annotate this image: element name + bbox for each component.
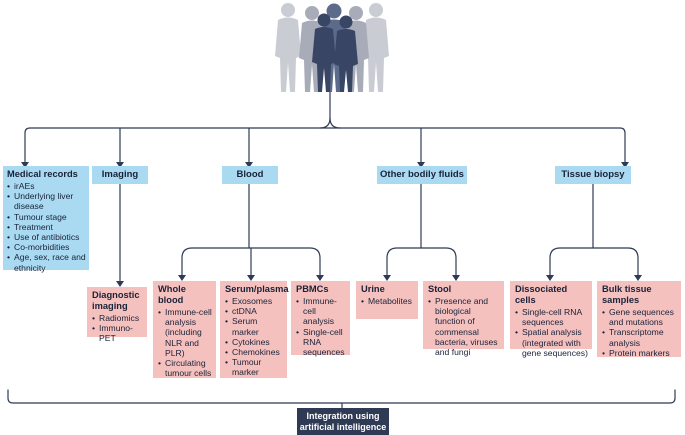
list-item: Gene sequences and mutations <box>602 307 678 327</box>
list-item: Radiomics <box>92 313 144 323</box>
list-item: Metabolites <box>361 296 415 306</box>
bulk-tissue-samples-box: Bulk tissue samples Gene sequences and m… <box>597 281 681 358</box>
list-item: Immune-cell analysis (including NLR and … <box>158 307 213 358</box>
list-item: Exosomes <box>225 296 284 306</box>
list-item: irAEs <box>7 181 86 191</box>
urine-title: Urine <box>361 284 385 294</box>
list-item: Presence and biological function of comm… <box>428 296 501 357</box>
pbmcs-title: PBMCs <box>296 284 329 294</box>
medical-records-box: Medical records irAEs Underlying liver d… <box>3 166 89 273</box>
list-item: Underlying liver disease <box>7 191 86 211</box>
medical-records-list: irAEs Underlying liver disease Tumour st… <box>7 181 86 273</box>
list-item: Circulating tumour cells <box>158 358 213 378</box>
other-bodily-fluids-box: Other bodily fluids <box>377 166 467 184</box>
whole-blood-box: Whole blood Immune-cell analysis (includ… <box>153 281 216 378</box>
list-item: Single-cell RNA sequences <box>296 327 347 358</box>
stool-title: Stool <box>428 284 452 294</box>
list-item: Age, sex, race and ethnicity <box>7 252 86 272</box>
list-item: Cytokines <box>225 337 284 347</box>
bulk-tissue-samples-title: Bulk tissue samples <box>602 284 652 305</box>
list-item: Chemokines <box>225 347 284 357</box>
list-item: Protein markers <box>602 348 678 358</box>
stool-box: Stool Presence and biological function o… <box>423 281 504 357</box>
tissue-biopsy-box: Tissue biopsy <box>555 166 631 184</box>
list-item: Transcriptome analysis <box>602 327 678 347</box>
list-item: Immune-cell analysis <box>296 296 347 327</box>
list-item: Co-morbidities <box>7 242 86 252</box>
list-item: Spatial analysis (integrated with gene s… <box>515 327 589 358</box>
integration-ai-box: Integration using artificial intelligenc… <box>297 408 389 435</box>
whole-blood-title: Whole blood <box>158 284 186 305</box>
list-item: Tumour marker <box>225 357 284 377</box>
list-item: Single-cell RNA sequences <box>515 307 589 327</box>
serum-plasma-title: Serum/plasma <box>225 284 289 294</box>
list-item: Tumour stage <box>7 212 86 222</box>
list-item: Use of antibiotics <box>7 232 86 242</box>
diagnostic-imaging-title: Diagnostic imaging <box>92 290 140 311</box>
list-item: Treatment <box>7 222 86 232</box>
list-item: ctDNA <box>225 306 284 316</box>
list-item: Immuno-PET <box>92 323 144 343</box>
list-item: Serum marker <box>225 316 284 336</box>
blood-box: Blood <box>222 166 278 184</box>
people-silhouettes-icon <box>275 3 389 92</box>
pbmcs-box: PBMCs Immune-cell analysis Single-cell R… <box>291 281 350 358</box>
imaging-box: Imaging <box>92 166 148 184</box>
diagnostic-imaging-box: Diagnostic imaging Radiomics Immuno-PET <box>87 287 147 343</box>
medical-records-title: Medical records <box>7 169 78 179</box>
dissociated-cells-box: Dissociated cells Single-cell RNA sequen… <box>510 281 592 358</box>
urine-box: Urine Metabolites <box>356 281 418 319</box>
serum-plasma-box: Serum/plasma Exosomes ctDNA Serum marker… <box>220 281 289 378</box>
dissociated-cells-title: Dissociated cells <box>515 284 568 305</box>
